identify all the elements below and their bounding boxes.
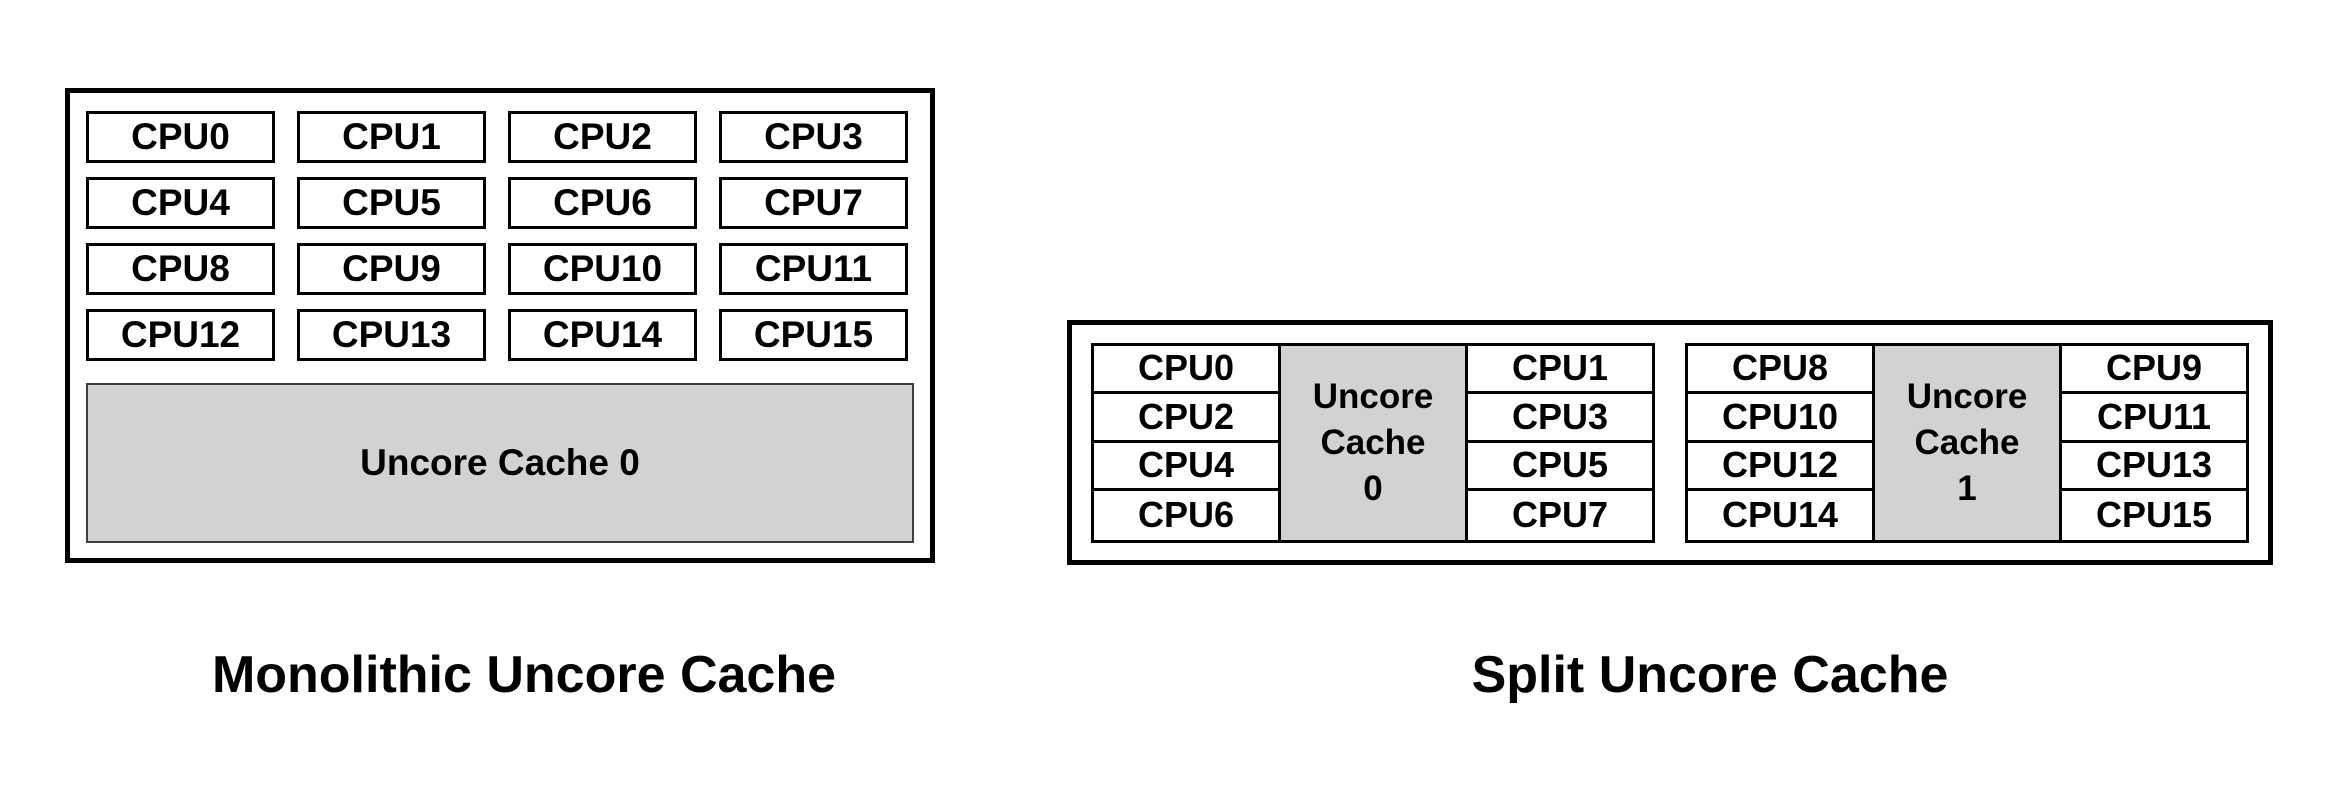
cpu-cell: CPU15 <box>2095 494 2213 536</box>
cpu-cell: CPU10 <box>1688 394 1872 443</box>
cache-label-line: 0 <box>1363 468 1383 508</box>
cpu-cell: CPU12 <box>1688 443 1872 491</box>
split-cluster-0: CPU0 CPU2 CPU4 CPU6 Uncore Cache 0 CPU1 … <box>1091 342 1655 543</box>
cpu-box: CPU10 <box>508 243 697 295</box>
uncore-cache-0-box: Uncore Cache 0 <box>86 383 914 543</box>
uncore-cache-1-cell: Uncore Cache 1 <box>1872 342 2062 543</box>
split-caption: Split Uncore Cache <box>1471 646 1949 704</box>
cpu-cell: CPU14 <box>1721 494 1839 536</box>
cache-label-line: Cache <box>1914 422 2020 462</box>
cpu-cell: CPU2 <box>1094 394 1278 443</box>
cache-label-line: Cache <box>1320 422 1426 462</box>
cpu-box: CPU11 <box>719 243 908 295</box>
cpu-box: CPU9 <box>297 243 486 295</box>
cpu-box: CPU3 <box>719 111 908 163</box>
monolithic-diagram: CPU0 CPU1 CPU2 CPU3 CPU4 CPU5 CPU6 CPU7 … <box>65 88 935 563</box>
cpu-box: CPU6 <box>508 177 697 229</box>
cpu-cell: CPU4 <box>1094 443 1278 491</box>
cpu-box: CPU4 <box>86 177 275 229</box>
cpu-box: CPU7 <box>719 177 908 229</box>
monolithic-caption: Monolithic Uncore Cache <box>211 646 837 704</box>
cpu-cell: CPU0 <box>1094 346 1278 394</box>
cpu-box: CPU12 <box>86 309 275 361</box>
cluster1-right-cpu-column: CPU9 CPU11 CPU13 CPU15 <box>2059 342 2249 543</box>
cluster0-right-cpu-column: CPU1 CPU3 CPU5 CPU7 <box>1465 342 1655 543</box>
monolithic-cpu-grid: CPU0 CPU1 CPU2 CPU3 CPU4 CPU5 CPU6 CPU7 … <box>86 111 914 361</box>
cpu-box: CPU2 <box>508 111 697 163</box>
cpu-box: CPU5 <box>297 177 486 229</box>
split-diagram: CPU0 CPU2 CPU4 CPU6 Uncore Cache 0 CPU1 … <box>1067 320 2273 565</box>
cluster1-left-cpu-column: CPU8 CPU10 CPU12 CPU14 <box>1685 342 1875 543</box>
cpu-cell: CPU11 <box>2062 394 2246 443</box>
cpu-cell: CPU6 <box>1137 494 1235 536</box>
cpu-box: CPU8 <box>86 243 275 295</box>
cpu-box: CPU15 <box>719 309 908 361</box>
cluster0-left-cpu-column: CPU0 CPU2 CPU4 CPU6 <box>1091 342 1281 543</box>
cpu-cell: CPU7 <box>1511 494 1609 536</box>
cpu-cell: CPU3 <box>1468 394 1652 443</box>
cache-label-line: 1 <box>1957 468 1977 508</box>
cpu-cell: CPU8 <box>1688 346 1872 394</box>
cpu-cell: CPU9 <box>2062 346 2246 394</box>
cache-label-line: Uncore <box>1312 376 1434 416</box>
cpu-cell: CPU5 <box>1468 443 1652 491</box>
cpu-box: CPU13 <box>297 309 486 361</box>
cache-label-line: Uncore <box>1906 376 2028 416</box>
uncore-cache-0-cell: Uncore Cache 0 <box>1278 342 1468 543</box>
cpu-cell: CPU13 <box>2062 443 2246 491</box>
cpu-box: CPU1 <box>297 111 486 163</box>
cpu-box: CPU14 <box>508 309 697 361</box>
cpu-cell: CPU1 <box>1468 346 1652 394</box>
split-cluster-1: CPU8 CPU10 CPU12 CPU14 Uncore Cache 1 CP… <box>1685 342 2249 543</box>
cpu-box: CPU0 <box>86 111 275 163</box>
